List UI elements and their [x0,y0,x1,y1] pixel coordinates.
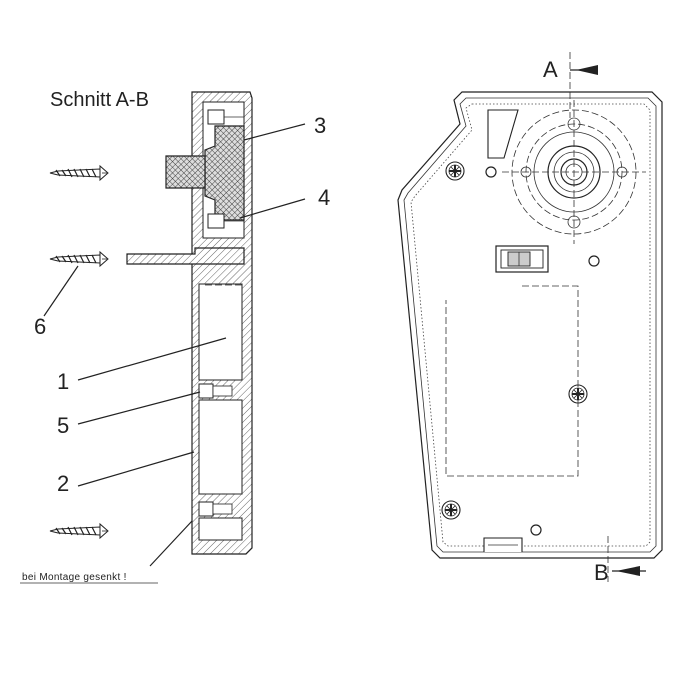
callout-4: 4 [318,185,330,210]
battery-compartment [445,285,579,477]
knob-stub [165,155,206,189]
callout-6: 6 [34,314,46,339]
callout-2: 2 [57,471,69,496]
housing-outline [397,91,663,559]
callout-3: 3 [314,113,326,138]
wall-screw-middle [49,251,109,267]
section-mark-b: B [594,560,609,585]
front-view: A B [397,52,663,585]
wall-screw-top [49,165,109,181]
section-view: Schnitt A-B [20,89,330,584]
latch-block [487,109,519,159]
screw-upper-left [445,161,465,181]
callout-1: 1 [57,369,69,394]
screw-lower-left [441,500,461,520]
callout-5: 5 [57,413,69,438]
hole-bottom [530,524,542,536]
bracket-arm [126,247,245,265]
section-title: Schnitt A-B [50,89,149,111]
hole-left [485,166,497,178]
mounting-note: bei Montage gesenkt ! [22,572,127,583]
section-mark-a: A [543,57,558,82]
wall-screw-bottom [49,523,109,539]
lock-mechanism [204,125,245,221]
hole-right [588,255,600,267]
